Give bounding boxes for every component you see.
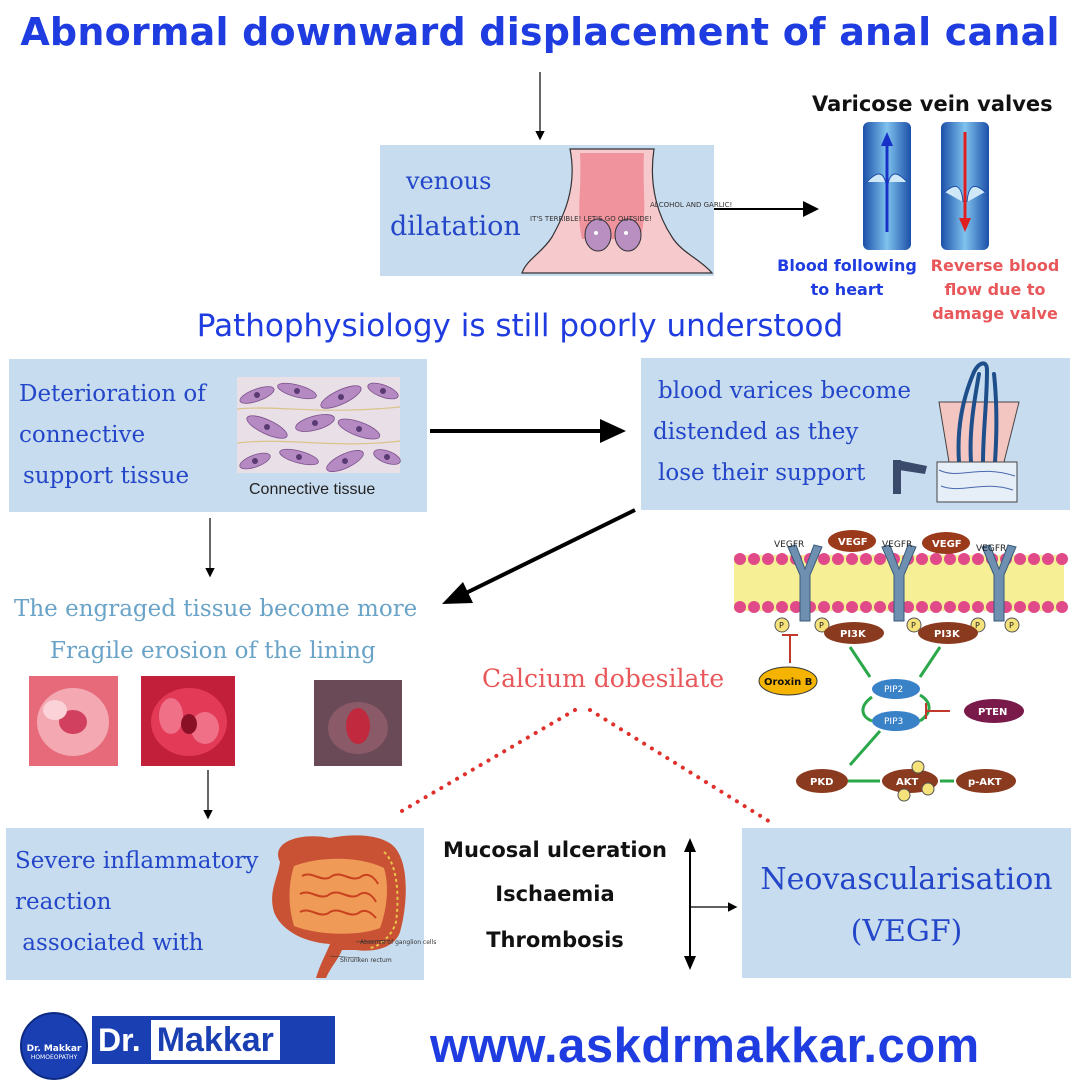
p-label-4: P [975,621,980,630]
p-label-2: P [819,621,824,630]
colon-note-1: Absence of ganglion cells [360,939,436,946]
pip3-label: PIP3 [884,717,903,727]
connective-tissue-image [236,377,401,473]
vegfr-label-2: VEGFR [882,540,912,550]
inflammatory-box: Severe inflammatory reaction associated … [6,828,436,980]
oroxin-label: Oroxin B [764,677,812,688]
logo-wordmark: Dr. Makkar [92,1016,335,1064]
logo-makkar: Makkar [150,1020,280,1060]
sketch-note-right: ALCOHOL AND GARLIC! [650,201,732,209]
vein-illustration [863,122,989,250]
effects-list: Mucosal ulceration Ischaemia Thrombosis [430,838,680,952]
vein-left-label: Blood following to heart [776,254,918,302]
colon-note-2: Shrunken rectum [340,957,392,964]
pkd-label: PKD [810,777,833,788]
vegf-label-1: VEGF [838,537,868,548]
varices-line1: blood varices become [658,378,911,404]
connective-line2: connective [19,422,146,448]
mucosa-image-2 [141,676,235,766]
vein-right-line3: damage valve [932,304,1058,323]
connective-caption: Connective tissue [249,481,376,498]
website-link[interactable]: www.askdrmakkar.com [430,1019,980,1073]
fragile-line2: Fragile erosion of the lining [50,638,376,664]
varices-illustration [893,361,1020,503]
page-title: Abnormal downward displacement of anal c… [20,10,1060,54]
p-label-1: P [779,621,784,630]
vegf-pathway-diagram: VEGFR VEGFR VEGFR VEGF VEGF P P P P P PI… [734,530,1068,802]
neo-line1: Neovascularisation [760,862,1053,897]
fragile-line1: The engraged tissue become more [14,596,418,622]
pi3k-label-1: PI3K [840,629,867,640]
neovascularisation-box: Neovascularisation (VEGF) [742,828,1071,978]
p-label-3: P [911,621,916,630]
effect-ischaemia: Ischaemia [495,882,615,906]
vein-left-line1: Blood following [777,256,917,275]
colon-illustration: Absence of ganglion cells Shrunken rectu… [272,835,436,978]
connective-tissue-box: Deterioration of connective support tiss… [9,359,427,512]
varicose-title: Varicose vein valves [812,92,1053,116]
venous-dilatation-box: venous dilatation IT'S TERRIBLE! LET'S G… [380,145,732,276]
inflammatory-line2: reaction [15,889,112,915]
sketch-note-left: IT'S TERRIBLE! LET'S GO OUTSIDE! [530,215,652,223]
p-label-5: P [1009,621,1014,630]
vein-left-line2: to heart [810,280,884,299]
vegfr-label-1: VEGFR [774,540,804,550]
pakt-label: p-AKT [968,777,1002,788]
effect-mucosal-ulceration: Mucosal ulceration [443,838,667,862]
mucosa-image-1 [29,676,118,766]
logo-dr: Dr. [98,1021,141,1058]
vein-right-line2: flow due to [944,280,1046,299]
varices-line2: distended as they [653,419,859,445]
logo-circle: Dr. Makkar HOMOEOPATHY [20,1012,88,1080]
varices-box: blood varices become distended as they l… [641,358,1070,510]
connective-line3: support tissue [23,463,190,489]
anal-canal-sketch: IT'S TERRIBLE! LET'S GO OUTSIDE! ALCOHOL… [521,148,732,274]
pip2-label: PIP2 [884,685,903,695]
logo-circle-line2: HOMOEOPATHY [30,1054,78,1061]
vegf-label-2: VEGF [932,539,962,550]
akt-label: AKT [896,777,918,788]
vein-right-label: Reverse blood flow due to damage valve [920,254,1070,326]
dilatation-label: dilatation [390,211,521,242]
effect-thrombosis: Thrombosis [486,928,624,952]
calcium-dobesilate-label: Calcium dobesilate [482,664,725,693]
pi3k-label-2: PI3K [934,629,961,640]
neo-line2: (VEGF) [850,914,963,949]
subtitle: Pathophysiology is still poorly understo… [196,308,844,344]
mucosa-image-3 [314,680,402,766]
venous-label: venous [406,167,492,195]
pten-label: PTEN [978,707,1007,718]
inflammatory-line1: Severe inflammatory [15,848,259,874]
logo-circle-line1: Dr. Makkar [26,1044,82,1054]
varices-line3: lose their support [658,460,866,486]
vein-right-line1: Reverse blood [930,256,1060,275]
inflammatory-line3: associated with [15,930,204,956]
vegfr-label-3: VEGFR [976,544,1006,554]
connective-line1: Deterioration of [19,381,206,407]
